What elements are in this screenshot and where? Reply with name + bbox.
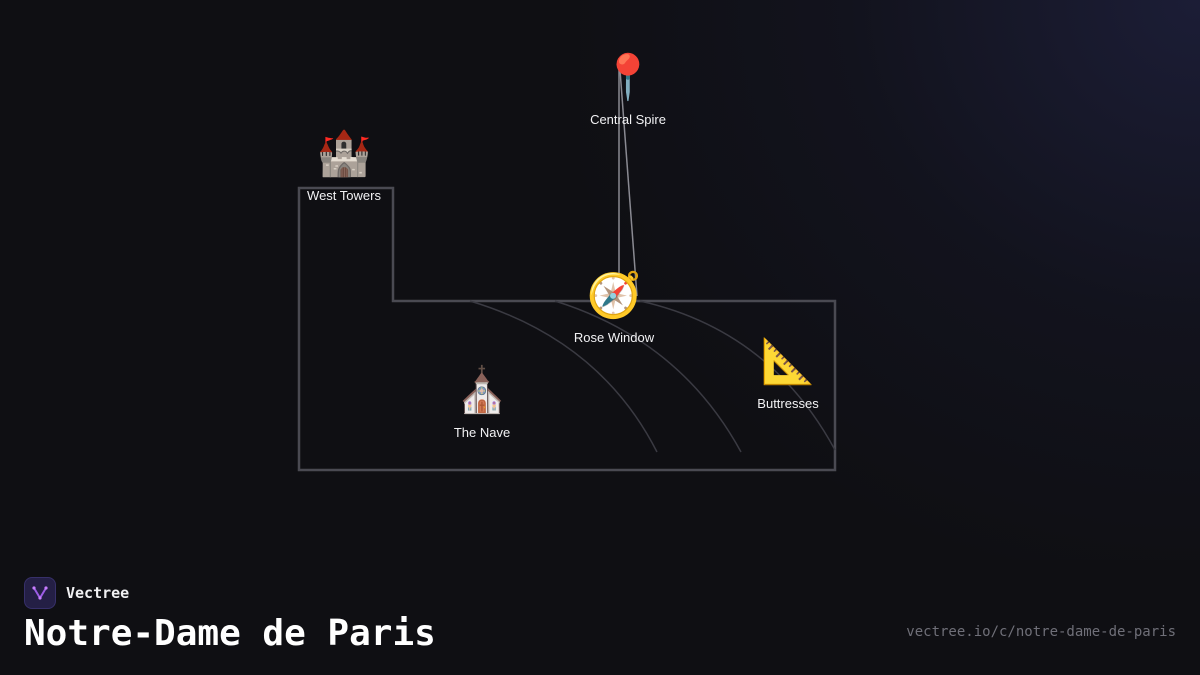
brand[interactable]: Vectree	[24, 577, 129, 609]
brand-name: Vectree	[66, 584, 130, 602]
node-label: The Nave	[453, 425, 511, 440]
page-title: Notre-Dame de Paris	[24, 613, 436, 654]
vault-curve-3	[639, 300, 836, 451]
node-the-nave[interactable]: ⛪ The Nave	[454, 365, 510, 440]
node-buttresses[interactable]: 📐 Buttresses	[757, 336, 818, 411]
vectree-logo-icon	[24, 577, 56, 609]
church-icon: ⛪	[454, 365, 510, 416]
triangular-ruler-icon: 📐	[760, 336, 816, 387]
pin-icon: 📍	[600, 52, 656, 103]
node-label: West Towers	[307, 188, 381, 203]
edge-spire-rose-2	[619, 69, 638, 297]
castle-icon: 🏰	[316, 128, 372, 179]
compass-icon: 🧭	[586, 270, 642, 321]
node-west-towers[interactable]: 🏰 West Towers	[307, 128, 381, 203]
vault-curve-2	[554, 300, 742, 453]
node-central-spire[interactable]: 📍 Central Spire	[590, 52, 666, 127]
vault-curve-1	[469, 300, 658, 453]
node-label: Rose Window	[573, 330, 655, 345]
floor-plan-outline	[297, 186, 837, 472]
node-label: Central Spire	[590, 112, 666, 127]
node-label: Buttresses	[757, 396, 819, 411]
node-rose-window[interactable]: 🧭 Rose Window	[574, 270, 654, 345]
page-url[interactable]: vectree.io/c/notre-dame-de-paris	[906, 624, 1176, 640]
